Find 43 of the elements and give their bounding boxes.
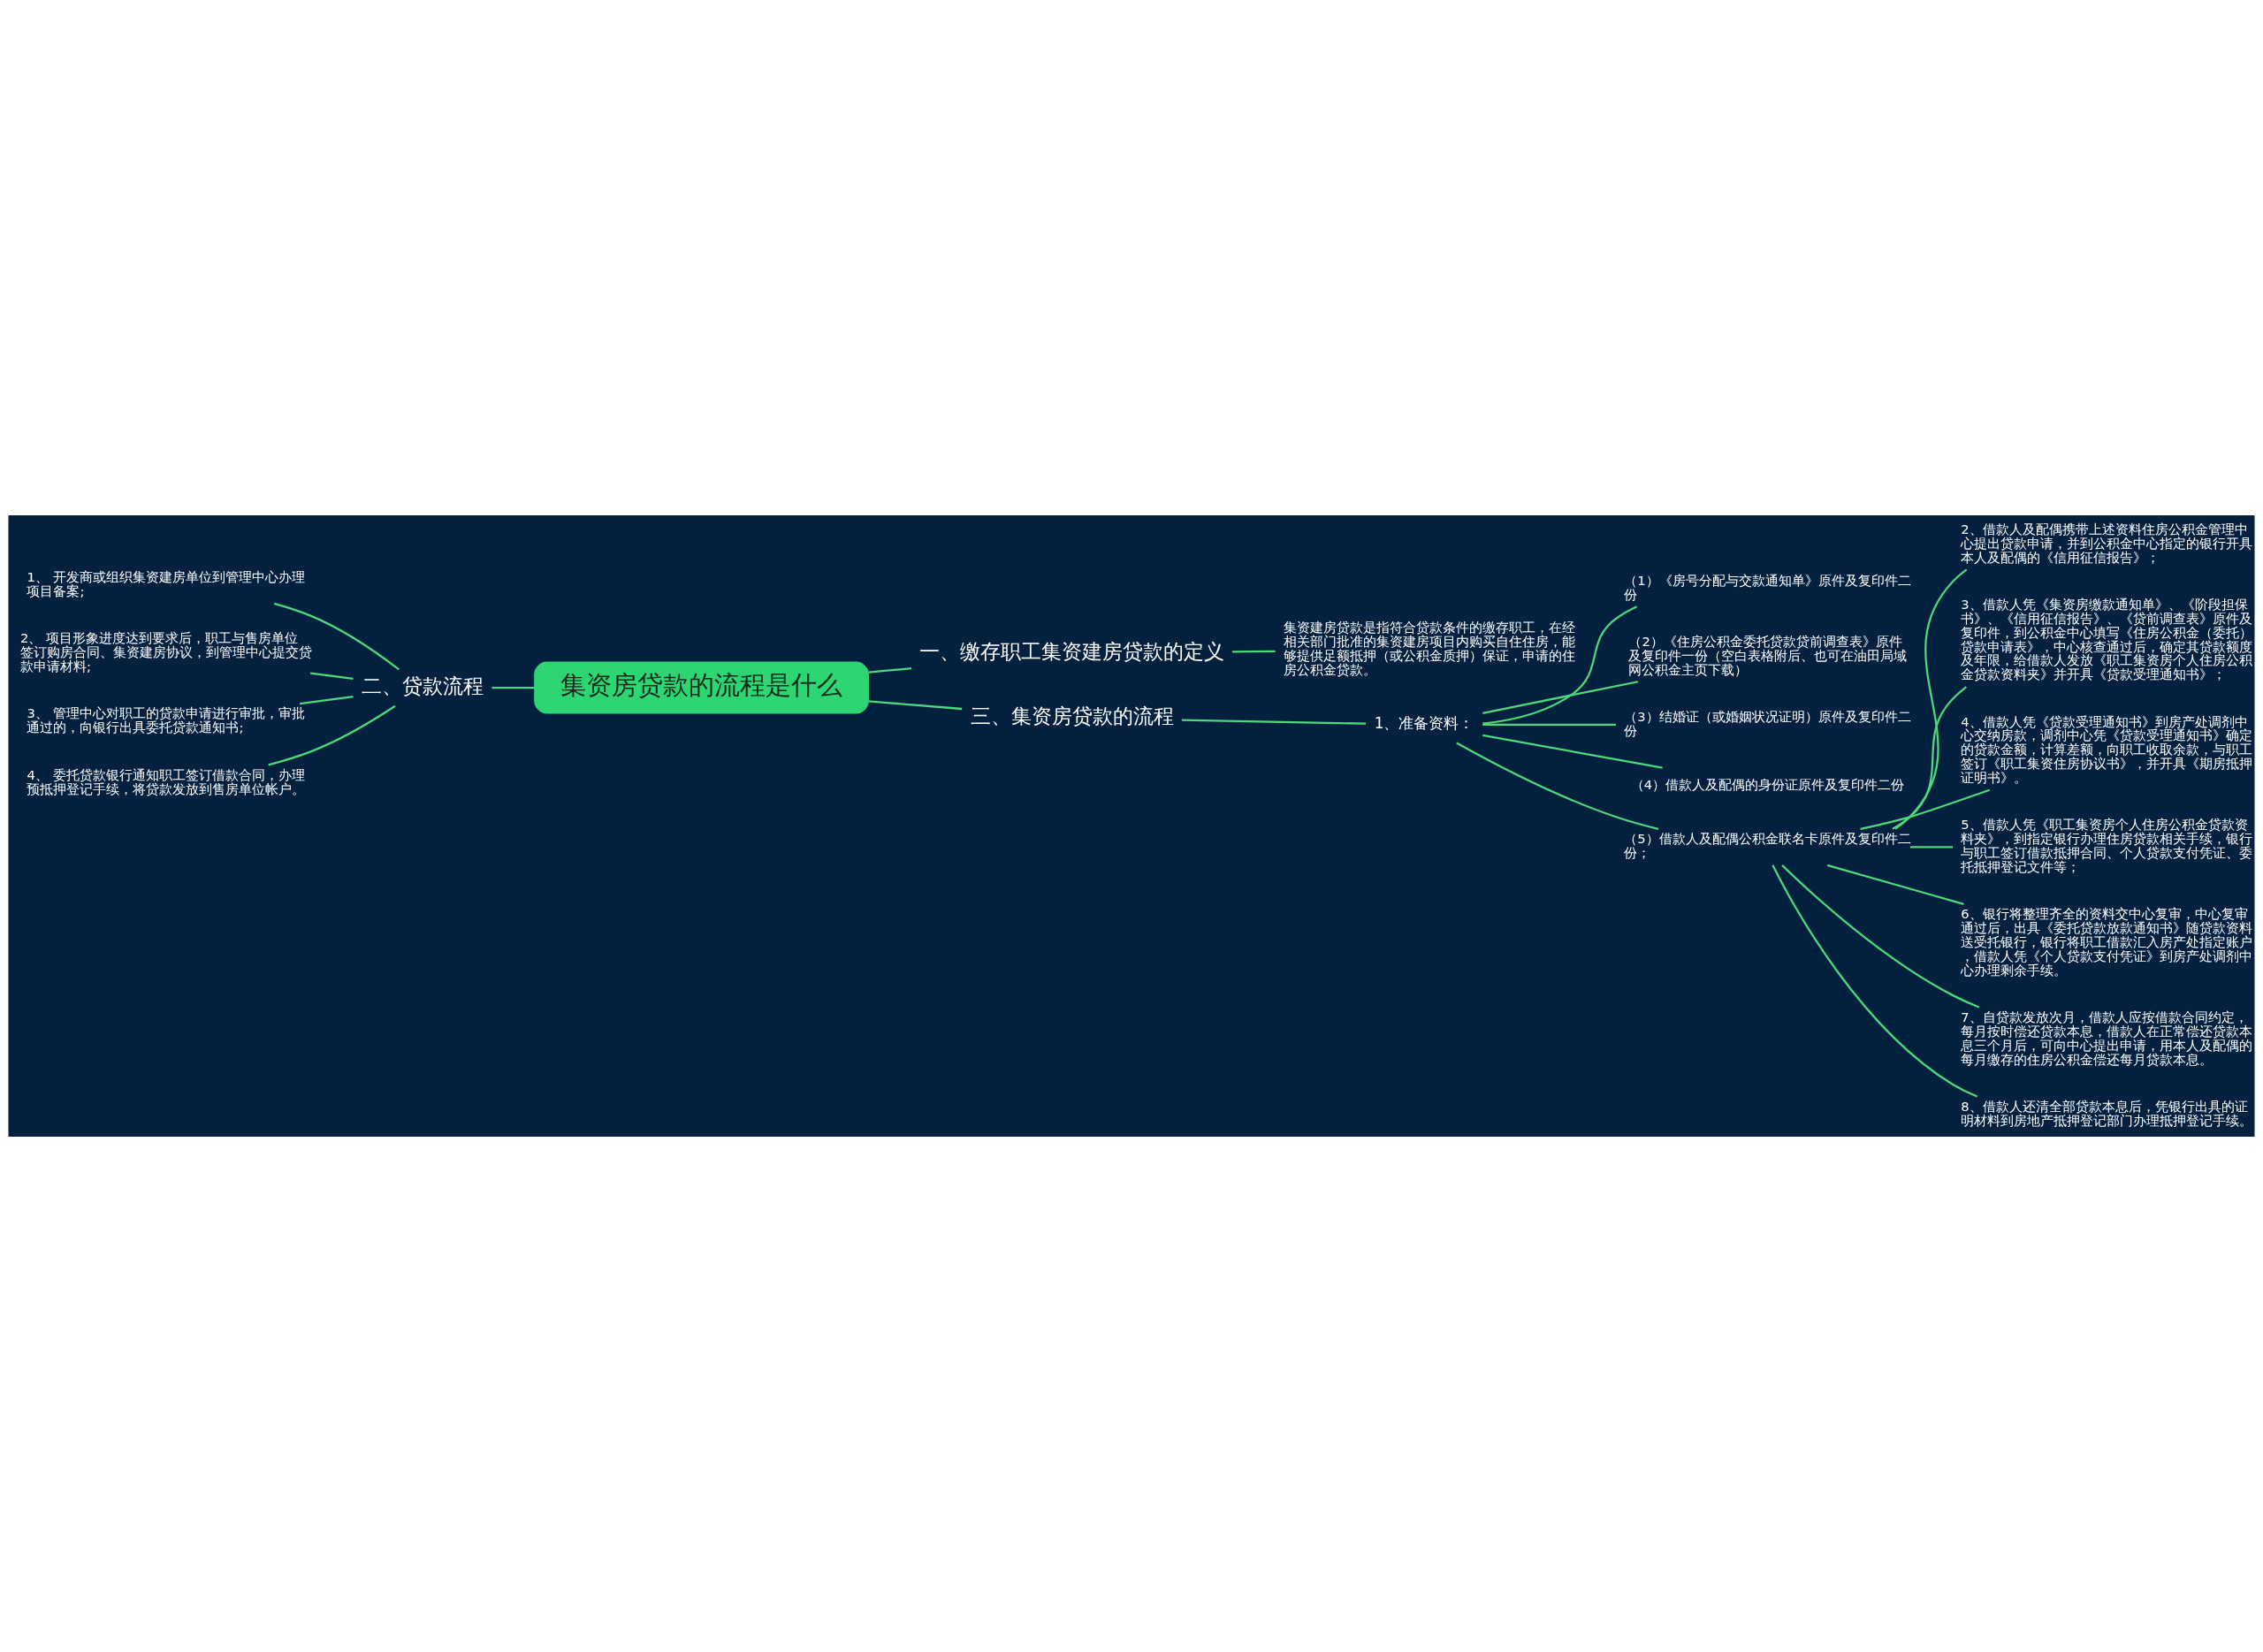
connector xyxy=(491,686,535,689)
node-text: 4、 委托贷款银行通知职工签订借款合同，办理预抵押登记手续，将贷款发放到售房单位帐户。 xyxy=(27,766,306,796)
connector xyxy=(1772,864,1978,1098)
node-text: （1）《房号分配与交款通知单》原件及复印件二份 xyxy=(1624,572,1911,602)
connector xyxy=(1232,650,1276,653)
connector xyxy=(1826,864,1964,905)
node-text: 5、借款人凭《职工集资房个人住房公积金贷款资料夹》，到指定银行办理住房贷款相关手续，银行与职工签订借款抵押合同、个人贷款支付凭证、委托抵押登记文件等； xyxy=(1961,817,2253,874)
connector xyxy=(1892,686,1968,830)
connector xyxy=(299,696,354,705)
node-box: 集资房贷款的流程是什么 xyxy=(534,661,869,714)
node-text: 1、 开发商或组织集资建房单位到管理中心办理项目备案; xyxy=(27,569,305,599)
node-text: （5）借款人及配偶公积金联名卡原件及复印件二份； xyxy=(1624,831,1911,861)
node-text: 集资建房贷款是指符合贷款条件的缴存职工，在经相关部门批准的集资建房项目内购买自住住房，能够提供足额抵押（或公积金质押）保证，申请的住房公积金贷款。 xyxy=(1283,619,1575,677)
node-text: 1、准备资料： xyxy=(1374,713,1474,732)
connector xyxy=(268,704,396,766)
node-text: 7、自贷款发放次月，借款人应按借款合同约定，每月按时偿还贷款本息，借款人在正常偿还贷款本息三个月后，可向中心提出申请，用本人及配偶的每月缴存的住房公积金偿还每月贷款本息。 xyxy=(1961,1009,2253,1067)
connector xyxy=(309,672,354,680)
connector xyxy=(1181,719,1367,725)
connector xyxy=(1482,734,1663,769)
node-text: 4、借款人凭《贷款受理通知书》到房产处调剂中心交纳房款，调剂中心凭《贷款受理通知书》确定的贷款金额，计算差额，向职工收取余款，与职工签订《职工集资住房协议书》，并开具《期房抵押证明书》。 xyxy=(1961,713,2253,786)
node-text: 3、 管理中心对职工的贷款申请进行审批，审批通过的，向银行出具委托贷款通知书; xyxy=(27,705,305,735)
connector xyxy=(1482,723,1616,727)
node-text: （4）借款人及配偶的身份证原件及复印件二份 xyxy=(1630,777,1905,792)
node-text: 一、缴存职工集资建房贷款的定义 xyxy=(919,640,1225,664)
connector xyxy=(1456,742,1659,830)
node-text: （2）《住房公积金委托贷款贷前调查表》原件及复印件一份（空白表格附后、也可在油田局域网公积金主页下载） xyxy=(1628,633,1908,677)
node-text: 6、银行将整理齐全的资料交中心复审，中心复审通过后，出具《委托贷款放款通知书》随贷款资料送受托银行，银行将职工借款汇入房产处指定账户，借款人凭《个人贷款支付凭证》到房产处调剂中心办理剩余手续。 xyxy=(1961,906,2253,978)
connector xyxy=(1909,846,1954,849)
node-text: （3）结婚证（或婚姻状况证明）原件及复印件二份 xyxy=(1624,708,1911,738)
node-text: 8、借款人还清全部贷款本息后，凭银行出具的证明材料到房地产抵押登记部门办理抵押登记手续。 xyxy=(1961,1098,2253,1128)
connector xyxy=(1482,681,1639,714)
connector xyxy=(1894,568,1968,830)
node-text: 3、借款人凭《集资房缴款通知单》、《阶段担保书》、《信用征信报告》、《贷前调查表》原件及复印件，到公积金中心填写《住房公积金（委托）贷款申请表》，中心核查通过后，确定其贷款额度及年限，给借款人发放《职工集资房个人住房公积金贷款资料夹》并开具《贷款受理通知书》； xyxy=(1961,596,2253,682)
node-text: 2、 项目形象进度达到要求后，职工与售房单位签订购房合同、集资建房协议，到管理中心提交贷款申请材料; xyxy=(20,630,313,674)
connector xyxy=(273,602,400,671)
connector xyxy=(1482,605,1637,725)
connector xyxy=(1781,864,1980,1009)
connector xyxy=(868,667,912,674)
node-text: 二、贷款流程 xyxy=(361,674,484,697)
connector xyxy=(868,700,963,711)
node-text: 三、集资房贷款的流程 xyxy=(970,704,1174,727)
node-text: 2、借款人及配偶携带上述资料住房公积金管理中心提出贷款申请，并到公积金中心指定的银行开具本人及配偶的《信用征信报告》； xyxy=(1961,521,2253,565)
connector xyxy=(1860,788,1991,830)
